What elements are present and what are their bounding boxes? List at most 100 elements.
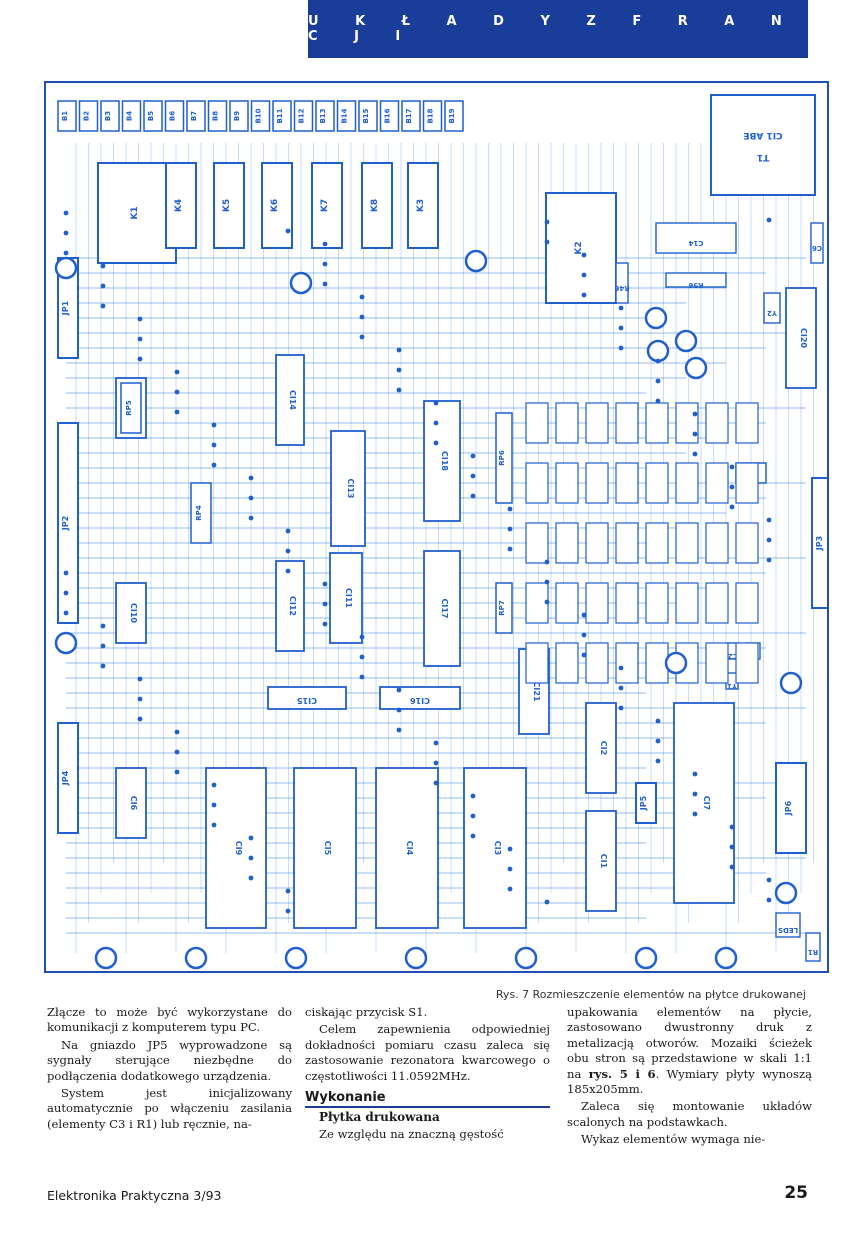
component-label: K3 [416, 199, 426, 212]
via-pad [618, 665, 624, 671]
pad-component [644, 306, 668, 330]
component-label: JP4 [61, 770, 70, 786]
component-label: K4 [174, 199, 184, 212]
component-body [615, 582, 639, 624]
component-label: B6 [169, 111, 177, 121]
via-pad [581, 612, 587, 618]
pad-component [404, 946, 428, 970]
component-label: B15 [362, 108, 370, 123]
relay [407, 162, 439, 249]
connector-pin [186, 100, 206, 132]
connector-pin [444, 100, 464, 132]
component-label: B17 [405, 108, 413, 123]
component-body [735, 522, 759, 564]
pad-component [94, 946, 118, 970]
paragraph: Złącze to może być wykorzystane do komun… [47, 1005, 292, 1035]
component-body [805, 932, 821, 962]
pad-component [284, 946, 308, 970]
via-pad [359, 294, 365, 300]
component-body [705, 642, 729, 684]
via-pad [618, 305, 624, 311]
component-label: K7 [320, 199, 330, 212]
via-pad [507, 886, 513, 892]
via-pad [655, 758, 661, 764]
paragraph-part: upakowania elementów na płycie, zastosow… [567, 1005, 812, 1081]
component-label: CI12 [288, 596, 297, 616]
relay [213, 162, 245, 249]
via-pad [470, 813, 476, 819]
relay [261, 162, 293, 249]
component-label: B11 [276, 108, 284, 123]
via-pad [433, 780, 439, 786]
component-label: RP4 [195, 505, 203, 521]
via-pad [618, 685, 624, 691]
header-connector [57, 422, 79, 624]
component-label: C14 [688, 239, 703, 247]
connector-pin [336, 100, 357, 132]
component-body [615, 262, 629, 304]
via-pad [211, 802, 217, 808]
via-pad [655, 358, 661, 364]
via-pad [174, 769, 180, 775]
via-pad [137, 696, 143, 702]
integrated-circuit [585, 702, 617, 794]
pad-component [774, 881, 798, 905]
component-body [585, 582, 609, 624]
pad-component [714, 946, 738, 970]
component-label: CI7 [702, 796, 711, 810]
via-pad [729, 504, 735, 510]
via-pad [322, 621, 328, 627]
via-pad [285, 528, 291, 534]
via-pad [433, 420, 439, 426]
component-label: K1 [130, 206, 140, 219]
connector-pin [100, 100, 120, 132]
paragraph: Celem zapewnienia odpowiedniej dokładnoś… [305, 1022, 550, 1083]
via-pad [322, 241, 328, 247]
paragraph: System jest inicjalizowany automatycznie… [47, 1086, 292, 1131]
via-pad [470, 793, 476, 799]
component-label: B8 [212, 111, 220, 121]
component-body [555, 522, 579, 564]
integrated-circuit [329, 552, 363, 644]
paragraph: Na gniazdo JP5 wyprowadzone są sygnały s… [47, 1037, 292, 1083]
integrated-circuit [423, 550, 461, 667]
via-pad [581, 632, 587, 638]
component-body [645, 582, 669, 624]
via-pad [470, 493, 476, 499]
component-label: T1 [757, 152, 769, 162]
via-pad [766, 537, 772, 543]
header-connector [811, 477, 827, 609]
via-pad [581, 292, 587, 298]
connector-pin [293, 100, 314, 132]
component-label: B7 [190, 111, 198, 121]
resistor-pack [495, 412, 513, 504]
integrated-circuit [785, 287, 817, 389]
component-label: CI2 [599, 741, 608, 755]
via-pad [544, 899, 550, 905]
via-pad [211, 462, 217, 468]
via-pad [396, 387, 402, 393]
via-pad [137, 356, 143, 362]
connector-pin [272, 100, 292, 132]
component-label: B5 [147, 111, 155, 121]
via-pad [100, 643, 106, 649]
via-pad [692, 431, 698, 437]
pad-component [54, 631, 78, 655]
component-label: JP2 [61, 516, 70, 531]
header-connector [775, 762, 807, 854]
via-pad [729, 464, 735, 470]
via-pad [507, 526, 513, 532]
via-pad [211, 422, 217, 428]
component-label: B9 [233, 111, 241, 121]
via-pad [359, 674, 365, 680]
component-body [735, 642, 759, 684]
component-body [705, 522, 729, 564]
text-column-2: ciskając przycisk S1. Celem zapewnienia … [305, 1005, 550, 1144]
paragraph: Zaleca się montowanie układów scalonych … [567, 1099, 812, 1129]
via-pad [692, 791, 698, 797]
component-body [645, 402, 669, 444]
connector-pin [121, 100, 142, 132]
via-pad [433, 400, 439, 406]
via-pad [63, 570, 69, 576]
